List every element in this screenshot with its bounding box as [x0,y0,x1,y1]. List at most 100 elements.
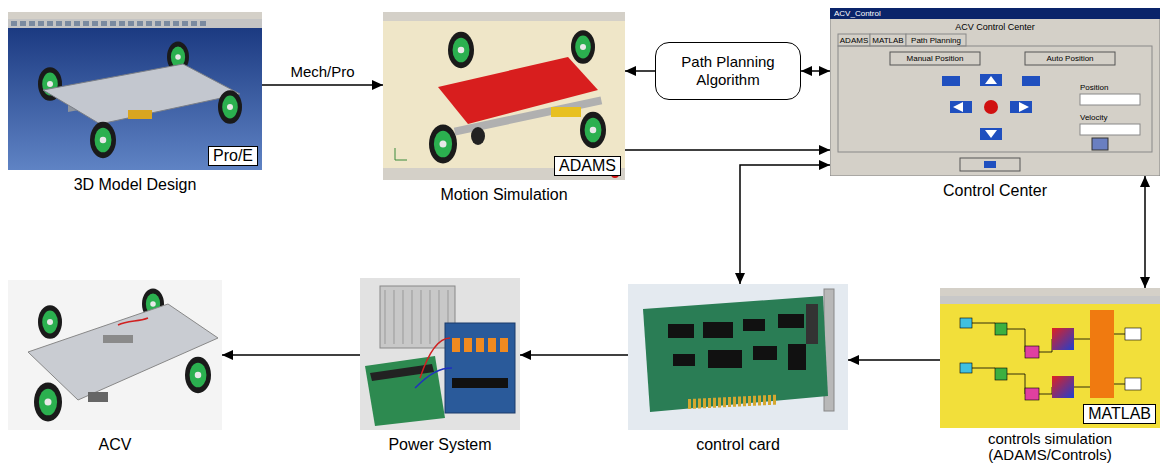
illustration-shape [434,131,452,158]
illustration-shape [439,290,440,344]
caption-text: control card [696,436,780,453]
illustration-shape [128,110,152,119]
illustration-shape [1010,101,1032,113]
software-tag: MATLAB [1083,404,1156,424]
caption: Power System [360,435,520,454]
illustration-shape [743,319,765,331]
illustration-shape [445,323,515,413]
illustration-shape [452,338,460,352]
ui-label: ACV Control Center [930,21,1060,33]
software-name: ADAMS [555,157,620,174]
illustration-shape [838,46,1152,152]
illustration-shape [190,363,207,388]
illustration-shape [8,12,262,19]
illustration-shape [1039,387,1052,394]
illustration-shape [571,30,595,64]
arrowhead [735,273,745,284]
illustration-shape [415,368,452,388]
illustration-shape [227,104,233,110]
illustration-shape [56,21,62,26]
software-name: MATLAB [1084,405,1155,422]
illustration-shape [383,12,625,180]
illustration-shape [488,338,496,352]
illustration-shape [1114,384,1125,385]
illustration-shape [42,311,58,334]
illustration-shape [870,34,906,46]
edge-label: Mech/Pro [288,63,356,80]
caption: Motion Simulation [383,185,625,204]
ui-label: MATLAB [870,35,906,46]
connector-line [520,354,628,356]
illustration-shape [137,21,143,26]
illustration-shape [1090,310,1114,398]
illustration [628,284,848,430]
arrowhead [801,66,812,76]
illustration [8,280,222,430]
illustration-shape [146,21,152,26]
arrowhead [819,145,830,155]
illustration-shape [1025,346,1039,358]
caption: control card [628,435,848,454]
illustration-shape [984,100,998,114]
illustration-shape [45,399,52,406]
illustration-shape [43,64,240,124]
illustration-shape [768,395,771,405]
illustration-shape [806,304,818,344]
illustration-shape [458,47,465,54]
process-label: Path Planning Algorithm [656,53,800,89]
caption: Control Center [830,181,1160,200]
illustration-shape [88,392,108,402]
ui-label: Auto Position [1025,53,1115,64]
illustration-shape [778,314,804,328]
illustration-shape [438,57,598,124]
arrowhead [1140,277,1150,288]
illustration-shape [185,357,211,393]
illustration-shape [890,52,980,65]
screenshot-panel: MATLABcontrols simulation (ADAMS/Control… [940,288,1160,428]
illustration-shape [906,34,966,46]
illustration-shape [643,296,828,412]
arrowhead [520,350,531,360]
illustration-shape [1022,76,1040,86]
illustration-shape [1025,388,1039,400]
connector [801,66,830,76]
illustration-shape [103,335,133,343]
process-box: Path Planning Algorithm [655,42,801,100]
illustration-shape [1074,387,1090,388]
illustration-shape [155,21,161,26]
connector-line [848,359,940,361]
illustration-shape [90,122,116,158]
caption-text: ACV [99,436,132,453]
illustration-shape [738,397,741,407]
illustration-shape [940,288,1160,296]
illustration-shape [788,344,806,370]
illustration-shape [430,290,431,344]
illustration-shape [395,160,407,161]
illustration-shape [830,8,1160,176]
illustration-shape [1052,376,1074,398]
illustration-shape [1074,339,1090,340]
arrowhead [372,80,383,90]
illustration-shape [100,137,107,144]
illustration-shape [580,112,606,148]
illustration-shape [748,396,751,406]
illustration-shape [668,314,806,370]
illustration-shape [47,81,53,87]
illustration-shape [110,21,116,26]
ui-label: Velocity [1080,112,1140,123]
illustration-shape [1125,378,1141,390]
illustration-shape [953,102,963,112]
screenshot-panel: Pro/E3D Model Design [8,12,262,170]
arrowhead [848,355,859,365]
software-tag: ADAMS [554,156,621,176]
screenshot-panel: ACV [8,280,222,430]
screenshot-panel: ADAMSMotion Simulation [383,12,625,180]
illustration-shape [47,319,53,325]
illustration-shape [753,346,777,360]
illustration-shape [175,54,181,60]
illustration-shape [960,318,972,328]
illustration-shape [708,350,742,368]
connector [520,350,628,360]
illustration-shape [972,323,995,324]
illustration-shape [698,399,701,409]
